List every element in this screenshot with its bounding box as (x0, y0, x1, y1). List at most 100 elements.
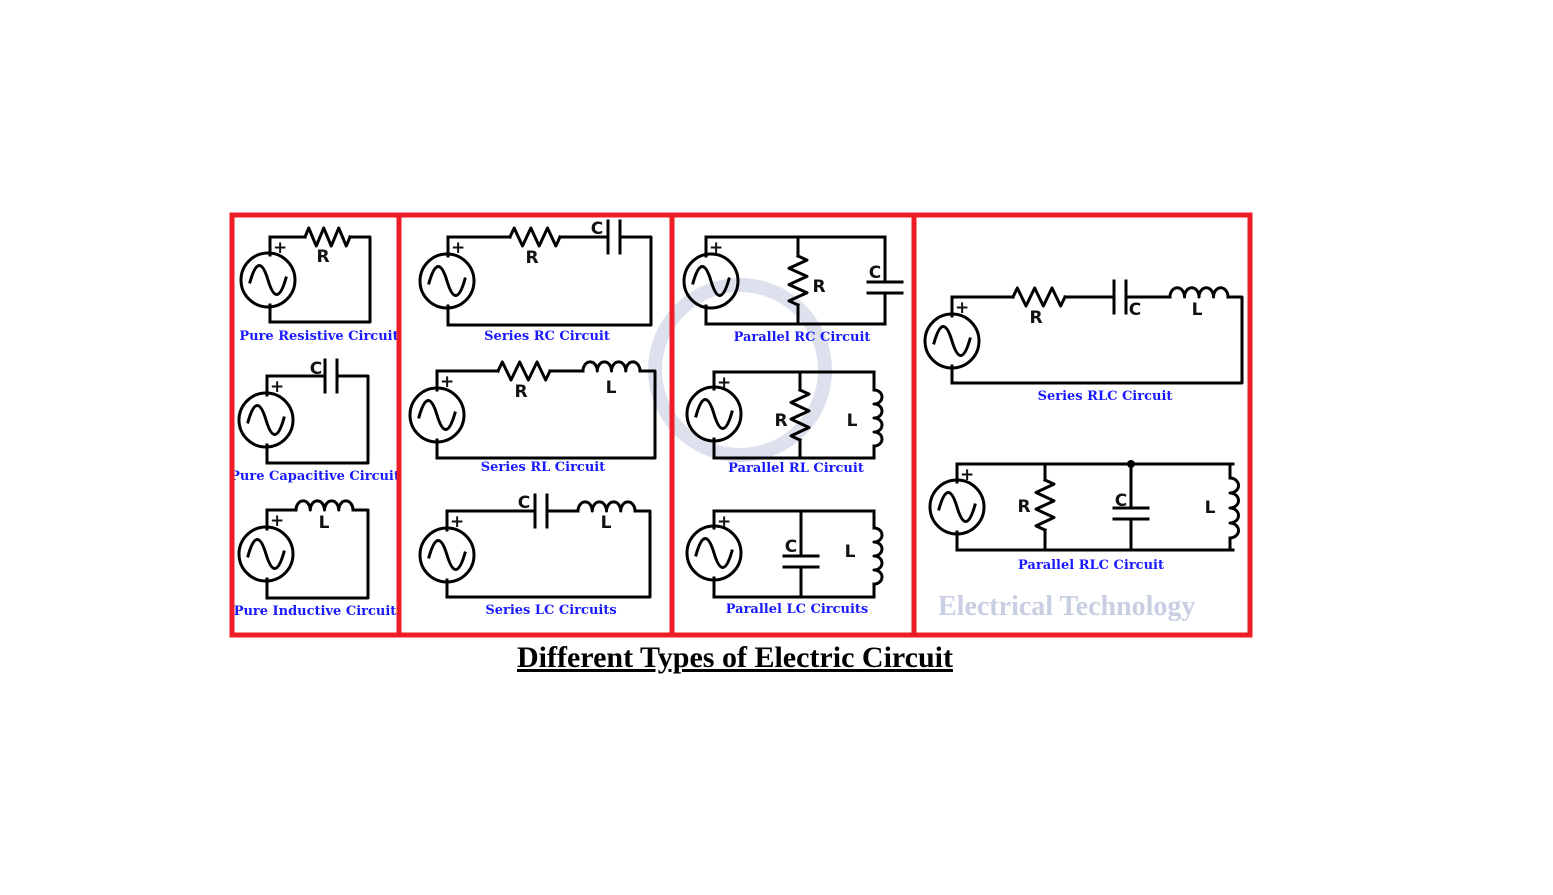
wire (950, 295, 1244, 385)
capacitor-icon (1112, 279, 1128, 315)
ac-source-icon (682, 252, 740, 310)
wire (435, 369, 657, 460)
wire (445, 509, 652, 599)
circuit: + R L Parallel RL Circuit (685, 370, 884, 476)
circuit-caption: Parallel RC Circuit (734, 330, 871, 345)
component-label: L (606, 378, 617, 398)
circuit-caption: Pure Capacitive Circuit (230, 469, 400, 484)
positive-terminal-label: + (709, 238, 723, 258)
circuit-caption: Series RC Circuit (484, 329, 610, 344)
ac-source-icon (685, 385, 743, 443)
component-label: R (1029, 308, 1042, 328)
positive-terminal-label: + (270, 377, 284, 397)
wire (268, 235, 372, 324)
positive-terminal-label: + (440, 372, 454, 392)
circuit-caption: Pure Resistive Circuit (239, 329, 398, 344)
wire (704, 235, 887, 326)
resistor-icon (787, 254, 809, 307)
capacitor-icon (782, 554, 820, 569)
circuits: + R Pure Resistive Circuit + C Pure Capacitiv… (230, 219, 1244, 619)
component-label: R (812, 277, 825, 297)
component-label: L (847, 411, 858, 431)
resistor-icon (508, 226, 562, 248)
circuit: + C Pure Capacitive Circuit (230, 358, 400, 484)
sine-wave-icon (427, 539, 467, 571)
watermark-text: Electrical Technology (938, 591, 1195, 622)
circuit: + R Pure Resistive Circuit (239, 226, 399, 344)
circuit-caption: Parallel LC Circuits (726, 602, 869, 617)
component-label: C (1129, 300, 1141, 320)
inductor-icon (872, 526, 884, 586)
sine-wave-icon (246, 404, 286, 436)
component-label: R (1017, 497, 1030, 517)
component-label: L (601, 513, 612, 533)
component-label: L (319, 513, 330, 533)
resistor-icon (1034, 478, 1056, 532)
ac-source-icon (685, 524, 743, 582)
sine-wave-icon (246, 538, 286, 570)
resistor-icon (789, 388, 811, 442)
wire (712, 509, 876, 599)
capacitor-icon (1112, 506, 1150, 521)
positive-terminal-label: + (717, 373, 731, 393)
positive-terminal-label: + (955, 298, 969, 318)
component-label: C (310, 359, 322, 379)
inductor-icon (294, 499, 355, 512)
component-label: R (316, 247, 329, 267)
outer-frame (229, 212, 1253, 638)
inductor-icon (576, 500, 637, 513)
positive-terminal-label: + (273, 238, 287, 258)
inductor-icon (581, 360, 642, 373)
sine-wave-icon (691, 265, 731, 297)
circuit-caption: Parallel RL Circuit (728, 461, 864, 476)
ac-source-icon (928, 478, 986, 536)
circuit: + L Pure Inductive Circuit (234, 499, 397, 619)
frame (229, 212, 1253, 638)
wire (955, 462, 1235, 552)
component-label: L (1192, 300, 1203, 320)
component-label: C (785, 537, 797, 557)
circuit: + R C L Series RLC Circuit (923, 279, 1244, 404)
sine-wave-icon (694, 537, 734, 569)
sine-wave-icon (427, 265, 467, 297)
capacitor-icon (606, 219, 622, 255)
junction-dot (1127, 460, 1135, 468)
positive-terminal-label: + (450, 512, 464, 532)
capacitor-icon (866, 280, 904, 295)
circuit-caption: Series LC Circuits (485, 603, 616, 618)
positive-terminal-label: + (717, 512, 731, 532)
wire (446, 235, 653, 327)
inductor-icon (872, 388, 884, 448)
component-label: R (514, 382, 527, 402)
page-title: Different Types of Electric Circuit (517, 641, 953, 674)
wire (265, 374, 370, 465)
circuit: + R C Series RC Circuit (418, 219, 653, 344)
ac-source-icon (408, 386, 466, 444)
circuit-caption: Parallel RLC Circuit (1018, 558, 1164, 573)
ac-source-icon (237, 391, 295, 449)
circuit-caption: Series RLC Circuit (1038, 389, 1173, 404)
circuit-caption: Series RL Circuit (481, 460, 605, 475)
sine-wave-icon (417, 399, 457, 431)
capacitor-icon (323, 358, 339, 394)
component-label: R (525, 248, 538, 268)
positive-terminal-label: + (270, 511, 284, 531)
component-label: C (591, 219, 603, 239)
component-label: R (774, 411, 787, 431)
inductor-icon (1228, 476, 1240, 540)
sine-wave-icon (937, 491, 977, 523)
resistor-icon (495, 360, 553, 382)
positive-terminal-label: + (451, 238, 465, 258)
circuit-caption: Pure Inductive Circuit (234, 604, 397, 619)
wire (712, 370, 876, 460)
capacitor-icon (533, 493, 549, 529)
sine-wave-icon (248, 264, 288, 296)
circuit: + R L Series RL Circuit (408, 360, 657, 475)
inductor-icon (1168, 286, 1230, 299)
resistor-icon (303, 226, 352, 248)
